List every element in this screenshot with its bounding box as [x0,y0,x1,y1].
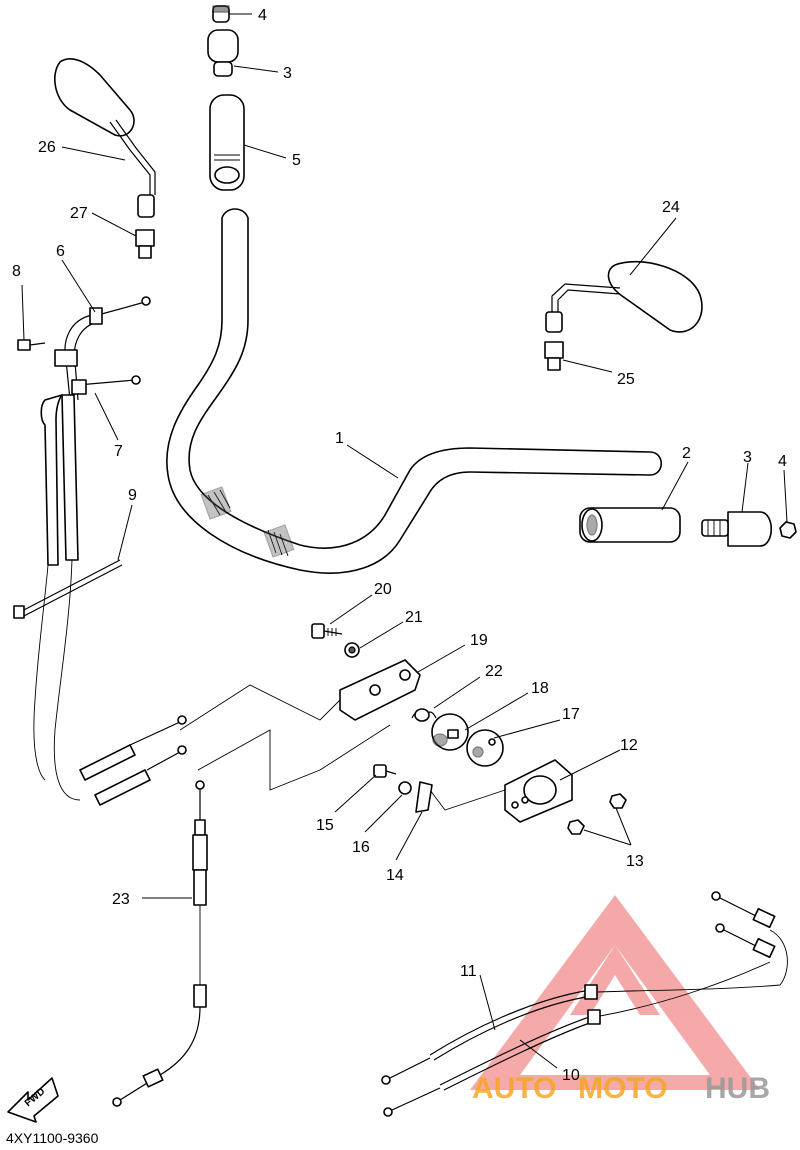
callout-3: 3 [283,65,292,82]
pulley-17 [466,729,504,767]
grip-end-nut-right [779,521,797,539]
callout-4: 4 [258,7,267,24]
spring [411,708,437,722]
callout-15: 15 [316,817,334,834]
watermark-auto: AUTO [472,1072,556,1105]
grip-top [209,94,245,191]
callout-2: 2 [682,445,691,462]
callout-27: 27 [70,205,88,222]
cable-23 [112,780,208,1107]
callout-1: 1 [335,430,344,447]
cable-tie [13,559,123,619]
watermark-hub: HUB [705,1072,770,1105]
callout-24: 24 [662,199,680,216]
washer-16 [398,781,412,795]
callout-10: 10 [562,1067,580,1084]
callout-3-right: 3 [743,449,752,466]
nut-13b [567,819,585,835]
mirror-left [54,58,156,218]
callout-4-right: 4 [778,453,787,470]
lever-holder [339,659,421,721]
callout-8: 8 [12,263,21,280]
switch-housing [504,759,573,823]
callout-25: 25 [617,371,635,388]
callout-12: 12 [620,737,638,754]
grip-end-top [207,29,239,77]
callout-26: 26 [38,139,56,156]
watermark-text: AUTO MOTO HUB [472,1072,770,1105]
mirror-adapter-left [135,229,155,259]
callout-16: 16 [352,839,370,856]
pulley-18 [431,713,469,751]
mirror-adapter-right [544,341,564,371]
grip-end-right [701,511,773,547]
callout-6: 6 [56,243,65,260]
cables-10-11 [381,891,788,1117]
diagram-code: 4XY1100-9360 [6,1130,99,1146]
callout-14: 14 [386,867,404,884]
cable-ends-left [79,715,187,806]
callout-17: 17 [562,706,580,723]
holder-bolt [311,623,343,639]
callout-numbers: 4 3 5 26 27 6 8 7 9 24 25 1 2 3 4 20 21 … [12,7,787,1084]
nut-13a [609,793,627,809]
lever-clip [415,781,433,813]
grip-end-nut-top [212,5,230,23]
callout-22: 22 [485,663,503,680]
leader-lines [21,13,788,1069]
mirror-right [545,260,703,333]
throttle-cable-assembly [33,296,151,801]
handlebar [166,208,663,574]
callout-5: 5 [292,152,301,169]
screw-15 [373,764,397,778]
fwd-arrow-icon: FWD [7,1077,59,1123]
grip-right [579,507,681,543]
callout-9: 9 [128,487,137,504]
cable-screw [17,339,46,351]
callout-18: 18 [531,680,549,697]
callout-7: 7 [114,443,123,460]
callout-19: 19 [470,632,488,649]
callout-23: 23 [112,891,130,908]
callout-11: 11 [460,963,477,980]
reference-lines [179,684,506,811]
callout-20: 20 [374,581,392,598]
callout-13: 13 [626,853,644,870]
holder-washer [344,642,360,658]
callout-21: 21 [405,609,423,626]
watermark-logo [470,895,760,1090]
watermark-moto: MOTO [578,1072,667,1105]
